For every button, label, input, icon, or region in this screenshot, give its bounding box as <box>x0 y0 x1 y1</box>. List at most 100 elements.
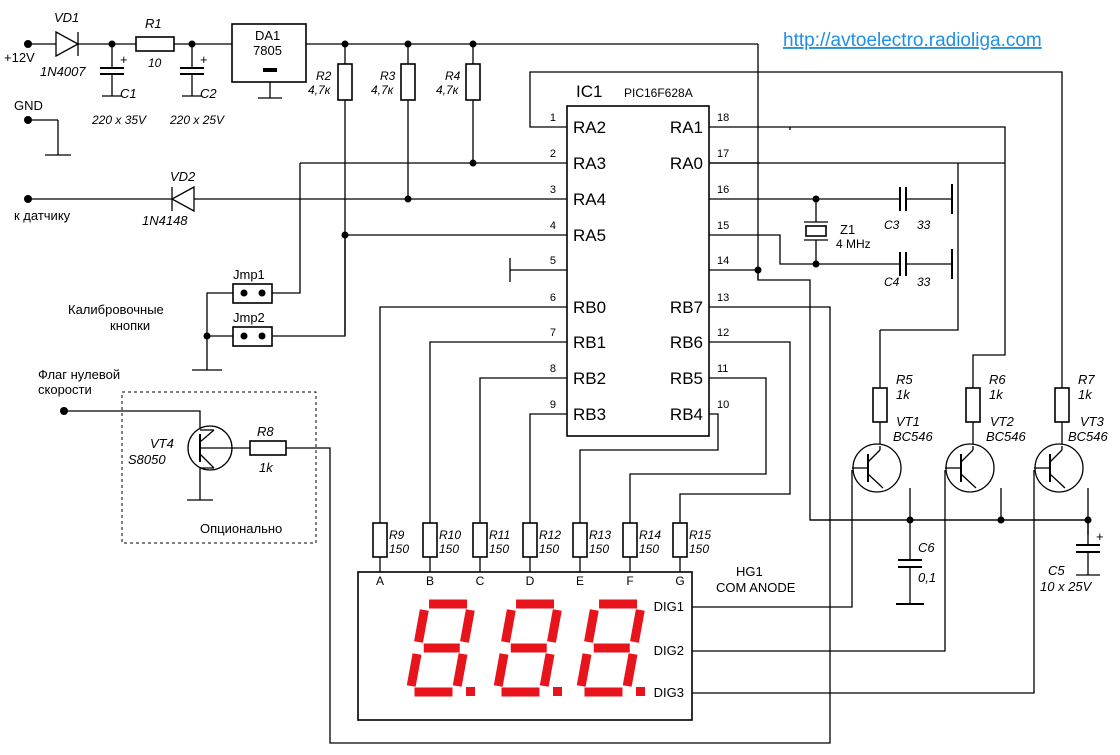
r1-value: 10 <box>148 56 162 70</box>
ic-pin-number: 12 <box>717 327 729 339</box>
segment-pin-label: D <box>526 574 535 588</box>
segment-resistor-value: 150 <box>639 542 659 556</box>
segment-pin-label: A <box>376 574 384 588</box>
r4-ref: R4 <box>445 69 461 83</box>
resistor-r6 <box>965 387 981 423</box>
z1-value: 4 MHz <box>836 237 871 251</box>
c3-value: 33 <box>917 218 931 232</box>
r3-value: 4,7к <box>371 83 395 97</box>
r7-value: 1k <box>1078 387 1093 402</box>
r6-value: 1k <box>989 387 1004 402</box>
segment-e <box>493 653 509 687</box>
ic-pin-number: 6 <box>550 292 556 304</box>
r4-value: 4,7к <box>436 83 460 97</box>
svg-text:+: + <box>120 52 128 67</box>
segment-dp <box>636 687 645 696</box>
ic-pin-number: 2 <box>550 148 556 160</box>
hg1-type: COM ANODE <box>716 580 796 595</box>
segment-dp <box>553 687 562 696</box>
svg-text:+: + <box>200 52 208 67</box>
segment-resistor-value: 150 <box>539 542 559 556</box>
resistor-r10 <box>422 522 438 558</box>
segment-resistor-value: 150 <box>689 542 709 556</box>
segment-b <box>630 609 645 643</box>
calib-label-2: кнопки <box>110 318 150 333</box>
resistor-r12 <box>522 522 538 558</box>
segment-resistor-ref: R12 <box>539 528 561 542</box>
c4-value: 33 <box>917 275 931 289</box>
jumper-jmp2[interactable] <box>232 326 273 347</box>
c3-ref: C3 <box>884 218 900 232</box>
ic-pin-number: 3 <box>550 184 556 196</box>
vt2-ref: VT2 <box>990 414 1015 429</box>
website-link[interactable]: http://avtoelectro.radioliga.com <box>783 30 1042 51</box>
ic-pin-name: RA2 <box>573 118 606 137</box>
segment-b <box>460 609 475 643</box>
segment-wiring: R9150R10150R11150R12150R13150R14150R1515… <box>372 306 791 572</box>
jmp1-ref: Jmp1 <box>233 267 265 282</box>
ic-pin-number: 15 <box>717 220 729 232</box>
r2-value: 4,7к <box>308 83 332 97</box>
ic-left-wiring: к датчику VD2 1N4148 Jmp1 Jmp2 Калиброво… <box>14 71 1063 380</box>
resistor-r14 <box>622 522 638 558</box>
gnd-label: GND <box>14 98 43 113</box>
resistor-r1 <box>135 36 175 52</box>
diode-vd2 <box>170 185 195 213</box>
resistor-r4 <box>465 63 481 101</box>
ic-pin-name: RA4 <box>573 190 606 209</box>
ic-pin-name: RA5 <box>573 226 606 245</box>
segment-resistor-ref: R14 <box>639 528 661 542</box>
segment-pin-label: B <box>426 574 434 588</box>
da1-ref: DA1 <box>255 28 280 43</box>
segment-pin-label: F <box>626 574 633 588</box>
display-digit-1 <box>406 599 475 697</box>
ic-pin-number: 14 <box>717 255 729 267</box>
segment-resistor-value: 150 <box>389 542 409 556</box>
vd2-ref: VD2 <box>170 169 196 184</box>
c5-ref: C5 <box>1048 563 1065 578</box>
crystal-z1 <box>805 225 827 237</box>
segment-c <box>622 653 638 687</box>
r3-ref: R3 <box>380 69 396 83</box>
ic-pin-number: 7 <box>550 327 556 339</box>
ic-pin-name: RB4 <box>670 405 703 424</box>
resistor-r2 <box>337 63 353 101</box>
segment-resistor-ref: R10 <box>439 528 461 542</box>
segment-e <box>406 653 422 687</box>
optional-label: Опционально <box>200 521 282 536</box>
segment-e <box>576 653 592 687</box>
vt3-ref: VT3 <box>1080 414 1105 429</box>
ic-pin-name: RB0 <box>573 298 606 317</box>
segment-f <box>414 609 429 643</box>
r7-ref: R7 <box>1078 372 1095 387</box>
c1-ref: C1 <box>120 86 137 101</box>
digit-drivers: R5 1k R6 1k R7 1k VT1 BC546 VT2 BC546 VT… <box>692 126 1109 694</box>
display-digit-3 <box>576 599 645 697</box>
r8-value: 1k <box>259 460 274 475</box>
ic-pin-number: 8 <box>550 363 556 375</box>
vt3-part: BC546 <box>1068 429 1109 444</box>
segment-c <box>539 653 555 687</box>
hg1-ref: HG1 <box>736 564 763 579</box>
diode-vd1 <box>55 30 80 58</box>
resistor-r8 <box>249 440 287 456</box>
ic-pin-name: RB6 <box>670 333 703 352</box>
ic-pin-name: RA3 <box>573 154 606 173</box>
vd1-part: 1N4007 <box>40 64 86 79</box>
resistor-r7 <box>1054 387 1070 423</box>
zero-flag-label-2: скорости <box>38 382 92 397</box>
segment-f <box>501 609 516 643</box>
segment-pin-label: C <box>476 574 485 588</box>
display-digit-2 <box>493 599 562 697</box>
segment-resistor-value: 150 <box>489 542 509 556</box>
digit-pin-label: DIG2 <box>654 643 684 658</box>
r2-ref: R2 <box>316 69 332 83</box>
r5-value: 1k <box>896 387 911 402</box>
r1-ref: R1 <box>145 16 162 31</box>
digit-pin-label: DIG1 <box>654 599 684 614</box>
segment-f <box>584 609 599 643</box>
jumper-jmp1[interactable] <box>232 283 273 304</box>
zero-flag-label-1: Флаг нулевой <box>38 367 120 382</box>
